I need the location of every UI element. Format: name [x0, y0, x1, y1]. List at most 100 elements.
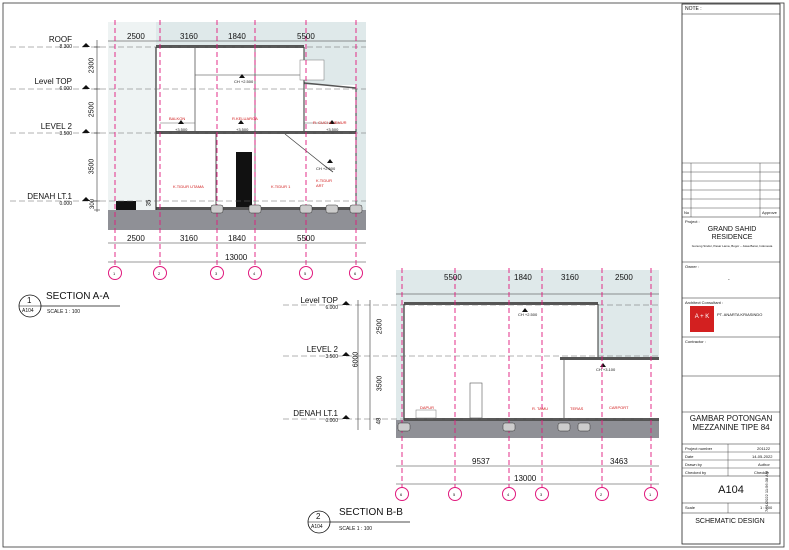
room-r-keluarga: R.KELUARGA	[232, 116, 258, 121]
room-k-tidur-art: K.TIDUR ART	[316, 178, 332, 188]
section-b-dim-top-4: 2500	[615, 273, 633, 282]
section-a-vdim-300: 300	[90, 198, 97, 210]
tb-field-checked-by: Checker	[754, 470, 769, 475]
section-a-window	[299, 59, 325, 81]
tb-project-name: GRAND SAHID RESIDENCE	[707, 226, 757, 241]
section-a-dim-total: 13000	[225, 253, 248, 262]
section-a-level2-slab	[156, 131, 356, 134]
section-b-number: 2	[316, 512, 321, 521]
section-a-ch-top: CH +2.500	[234, 79, 254, 84]
section-a-annex	[304, 85, 356, 210]
section-a-annex-roof	[303, 82, 357, 89]
tb-field-drawn-by-label: Drawn by	[685, 462, 702, 467]
section-b-dim-total: 13000	[514, 474, 537, 483]
section-b-dim-top-2: 1840	[514, 273, 532, 282]
section-a-roof-slab	[156, 45, 304, 48]
section-a-title: SECTION A-A	[46, 291, 110, 302]
tb-stage: SCHEMATIC DESIGN	[695, 518, 765, 525]
section-a-vdim-2300: 2300	[88, 57, 96, 74]
section-a-floor-mark-3: +3.500	[326, 127, 339, 132]
tb-field-date-label: Date	[685, 454, 694, 459]
tb-contractor-label: Contractor :	[685, 339, 706, 344]
tb-drawing-title: GAMBAR POTONGAN MEZZANINE TIPE 84	[689, 414, 773, 432]
section-a-sheet-ref: A104	[22, 308, 34, 314]
tb-scale-label: Scale	[685, 505, 696, 510]
section-a-level-top: Level TOP 6.000	[34, 77, 72, 92]
section-a-grid-2: 2	[158, 271, 161, 276]
section-b-level-top: Level TOP 6.000	[300, 296, 338, 311]
title-block-frame	[681, 3, 781, 545]
section-a-grid-3: 3	[215, 271, 218, 276]
section-a-title-mark	[18, 294, 120, 318]
room-dapur: DAPUR	[420, 405, 435, 410]
section-a-grid-6: 6	[354, 271, 357, 276]
tb-sheet-number: A104	[718, 484, 744, 496]
section-a-dim-top-4: 5500	[297, 32, 315, 41]
section-b-vdim-48: 48	[376, 417, 383, 425]
section-b-ch-2: CH +3.100	[596, 367, 616, 372]
tb-owner-label: Owner :	[685, 264, 700, 269]
tb-scale-value: 1 : 100	[760, 505, 773, 510]
section-a-dim-top-1: 2500	[127, 32, 145, 41]
section-b-b	[283, 268, 659, 501]
section-a-planter	[116, 201, 136, 210]
tb-consultant-name: PT. ANARTA KRIASINDO	[717, 312, 763, 317]
section-a-floor-mark-2: +3.500	[236, 127, 249, 132]
section-b-grid-5: 5	[453, 492, 456, 497]
section-b-grid-3: 3	[540, 492, 543, 497]
section-a-door	[236, 152, 252, 207]
section-b-level-denah: DENAH LT.1 0.000	[293, 409, 338, 424]
section-a-scale: SCALE 1 : 100	[47, 309, 81, 315]
section-a-a	[10, 20, 366, 280]
section-b-title-mark	[307, 510, 410, 534]
section-b-vdim-6000: 6000	[352, 351, 360, 368]
room-k-tidur-1: K.TIDUR 1	[271, 184, 291, 189]
section-a-tree-zone	[108, 22, 156, 214]
section-b-dim-top-1: 5500	[444, 273, 462, 282]
section-a-building	[156, 47, 304, 210]
room-balkon: BALKON	[169, 116, 186, 121]
section-b-sheet-ref: A104	[311, 524, 323, 530]
tb-note-label: NOTE :	[685, 6, 702, 12]
section-b-title: SECTION B-B	[339, 507, 403, 518]
tb-project-address: Gunung Sindur, Pasar Lama, Bogor – Jawa …	[691, 244, 773, 248]
room-k-tidur-utama: K.TIDUR UTAMA	[173, 184, 204, 189]
section-a-number: 1	[27, 296, 32, 305]
section-a-dim-bot-2: 3160	[180, 234, 198, 243]
section-b-grid-6: 6	[400, 492, 403, 497]
room-teras: TERAS	[570, 406, 584, 411]
tb-field-drawn-by: Author	[758, 462, 770, 467]
tb-rev-approve: Approve	[762, 210, 777, 215]
tb-timestamp: 7/21/2022 11:56:38 AM	[764, 470, 769, 512]
section-a-grid-5: 5	[304, 271, 307, 276]
section-b-fridge	[469, 382, 483, 419]
tb-field-date: 14-05-2022	[752, 454, 773, 459]
section-b-grid-1: 1	[649, 492, 652, 497]
section-a-dim-bot-1: 2500	[127, 234, 145, 243]
section-a-stair	[284, 133, 334, 173]
section-b-grid-2: 2	[600, 492, 603, 497]
tb-field-project-number: 201122	[757, 446, 771, 451]
section-a-ch-annex: CH +2.500	[316, 166, 336, 171]
section-a-vdim-2500: 2500	[88, 101, 96, 118]
section-b-grid-4: 4	[507, 492, 510, 497]
tb-field-checked-by-label: Checked by	[685, 470, 707, 475]
section-a-dim-top-2: 3160	[180, 32, 198, 41]
tb-rev-no: No	[684, 210, 690, 215]
section-a-dim-top-3: 1840	[228, 32, 246, 41]
tb-field-project-number-label: Project number	[685, 446, 713, 451]
section-a-step-mark: 35	[146, 199, 153, 207]
room-carport: CARPORT	[609, 405, 629, 410]
section-a-dim-bot-4: 5500	[297, 234, 315, 243]
section-b-dim-bot-2: 3463	[610, 457, 628, 466]
section-b-carport	[560, 359, 659, 420]
section-b-dim-bot-1: 9537	[472, 457, 490, 466]
section-a-grid-4: 4	[253, 271, 256, 276]
tb-consultant-logo: A + K	[694, 314, 710, 320]
section-b-vdim-3500: 3500	[376, 375, 384, 392]
tb-project-label: Project :	[685, 219, 700, 224]
consultant-logo-box	[690, 306, 714, 332]
section-b-dim-top-3: 3160	[561, 273, 579, 282]
